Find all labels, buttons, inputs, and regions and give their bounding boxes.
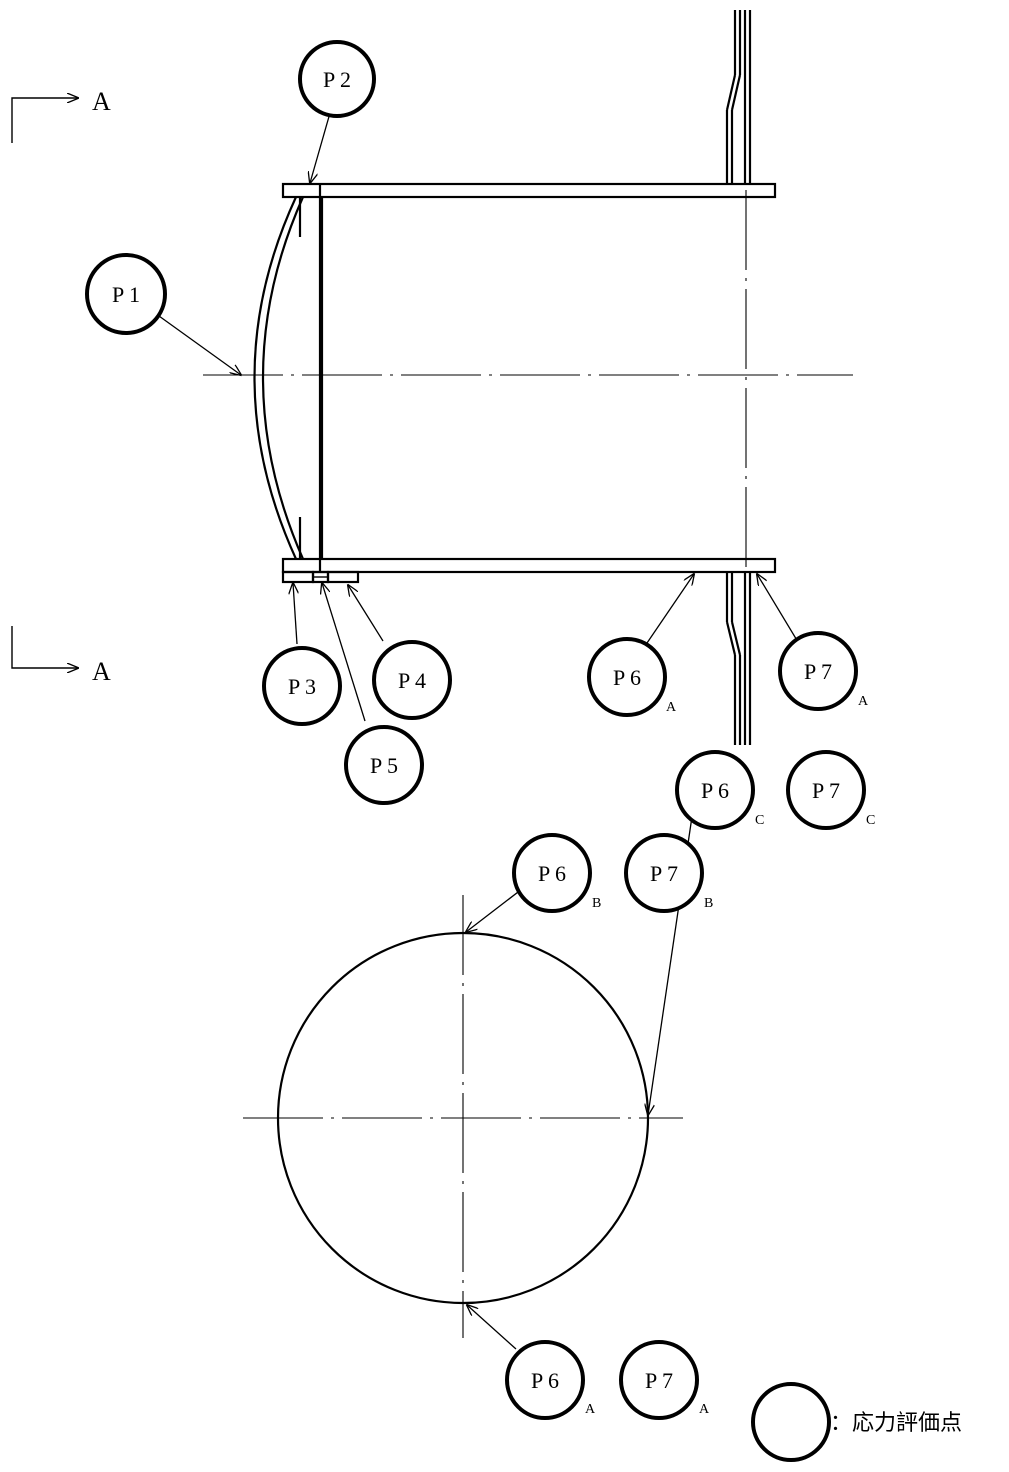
section-marker-bottom: A [11, 626, 111, 686]
bubble-p7a-side: P 7 A [778, 631, 869, 711]
legend-text: ：応力評価点 [830, 1411, 962, 1436]
section-label-top: A [92, 87, 111, 116]
leaders-side [158, 112, 799, 722]
support-wall [725, 10, 752, 745]
bubble-p6b: P 6 B [512, 833, 601, 913]
vessel-side-view [203, 182, 853, 584]
bubble-p7c: P 7 C [786, 750, 875, 830]
bubble-p7a-section: P 7 A [619, 1340, 710, 1420]
bubble-p6a-sub: A [666, 700, 677, 715]
bubble-p7b-label: P 7 [650, 861, 678, 886]
bubble-p6b-sub: B [592, 896, 601, 911]
bubble-p1: P 1 [85, 253, 167, 335]
bubble-p7a2-label: P 7 [645, 1368, 673, 1393]
bubble-p6a-side: P 6 A [587, 637, 677, 717]
bubble-p3-label: P 3 [288, 674, 316, 699]
bubble-p6c-label: P 6 [701, 778, 729, 803]
bubble-p6a2-sub: A [585, 1402, 596, 1417]
bubble-p6c: P 6 C [675, 750, 764, 830]
section-label-bottom: A [92, 657, 111, 686]
bubble-p7a2-sub: A [699, 1402, 710, 1417]
bubble-p7a-sub: A [858, 694, 869, 709]
bubble-p4-label: P 4 [398, 668, 426, 693]
bubble-p1-label: P 1 [112, 282, 140, 307]
legend: ：応力評価点 [751, 1382, 962, 1462]
bubble-p6c-sub: C [755, 813, 764, 828]
bubble-p7c-label: P 7 [812, 778, 840, 803]
bubble-p6a2-label: P 6 [531, 1368, 559, 1393]
bubble-p7b: P 7 B [624, 833, 713, 913]
bubble-p5-label: P 5 [370, 753, 398, 778]
bubble-p6b-label: P 6 [538, 861, 566, 886]
bubble-p7a-label: P 7 [804, 659, 832, 684]
bubble-p7b-sub: B [704, 896, 713, 911]
bubble-p6a-label: P 6 [613, 665, 641, 690]
bubble-p4: P 4 [372, 640, 452, 720]
bubble-p7c-sub: C [866, 813, 875, 828]
bubble-p2-label: P 2 [323, 67, 351, 92]
section-marker-top: A [11, 87, 111, 143]
bubble-p3: P 3 [262, 646, 342, 726]
bubble-p2: P 2 [298, 40, 376, 118]
bubble-p5: P 5 [344, 725, 424, 805]
vessel-section-view [243, 895, 683, 1338]
bubble-p6a-section: P 6 A [505, 1340, 596, 1420]
legend-symbol [751, 1382, 831, 1462]
